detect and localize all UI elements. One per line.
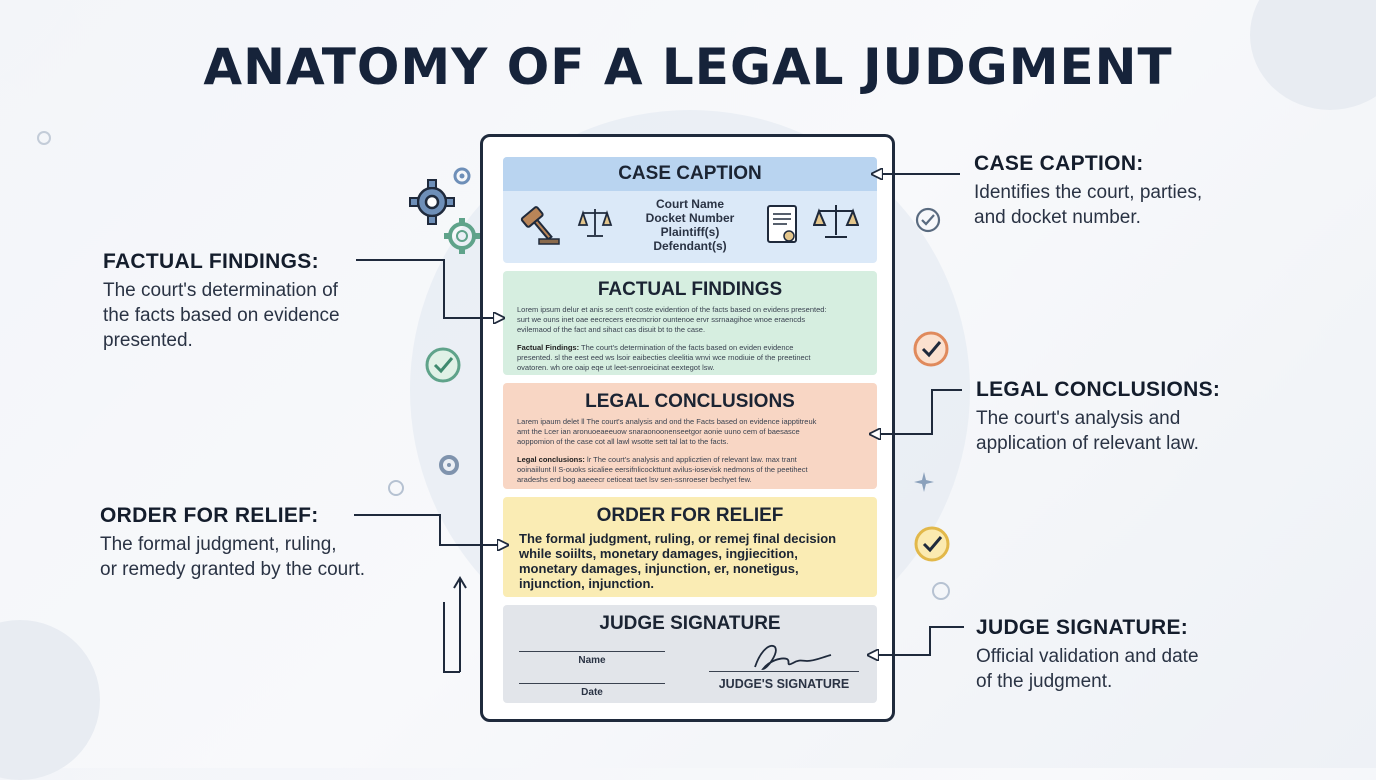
defendant-field: Defendant(s) xyxy=(653,239,727,253)
name-label: Name xyxy=(578,655,606,666)
check-circle-icon xyxy=(425,347,461,383)
findings-connector xyxy=(356,259,504,318)
findings-line: ovatoren. wh ore oaip eqe ut leet-senroe… xyxy=(517,363,715,372)
relief-line: monetary damages, injunction, er, noneti… xyxy=(519,561,799,576)
check-circle-icon xyxy=(913,331,949,367)
findings-line: The court's determination of the facts b… xyxy=(581,343,794,352)
callout-line: The court's analysis and xyxy=(976,408,1181,429)
gear-icon xyxy=(444,218,480,254)
callout-legal-conclusions: LEGAL CONCLUSIONS: The court's analysis … xyxy=(976,378,1366,456)
findings-paragraph: Lorem ipsum delur et anis se cent't cost… xyxy=(503,305,877,335)
gear-icon xyxy=(409,179,455,225)
conclusions-paragraph: Larem ipaum delet ll The court's analysi… xyxy=(503,417,877,447)
callout-judge-signature: JUDGE SIGNATURE: Official validation and… xyxy=(976,616,1366,694)
callout-line: or remedy granted by the court. xyxy=(100,559,366,580)
scales-icon xyxy=(813,205,859,238)
scales-icon xyxy=(577,209,613,237)
conclusions-line: ooinaiilunt ll S-ouoks sicaliee eersifnl… xyxy=(517,465,808,474)
relief-line: while soiilts, monetary damages, ingjiec… xyxy=(519,546,798,561)
gear-icon xyxy=(453,167,471,185)
findings-line: surt we ouns inet oae eecrecers erecmcri… xyxy=(517,315,806,324)
conclusions-connector xyxy=(870,389,962,434)
conclusions-paragraph: Legal conclusions: lr The court's analys… xyxy=(503,455,877,485)
conclusions-label: Legal conclusions: xyxy=(517,455,585,464)
relief-connector xyxy=(354,514,508,545)
callout-description: The formal judgment, ruling, or remedy g… xyxy=(100,532,430,582)
callout-title: JUDGE SIGNATURE: xyxy=(976,616,1189,639)
conclusions-line: Larem ipaum delet ll The court's analysi… xyxy=(517,417,817,426)
judgment-document: CASE CAPTION Court Name Docket Number Pl… xyxy=(480,134,895,722)
check-circle-icon xyxy=(915,207,941,233)
conclusions-line: amt the Lcer ian aronuoeaeeuow snaraonoo… xyxy=(517,427,800,436)
callout-title: FACTUAL FINDINGS: xyxy=(103,250,319,273)
judge-signature-section: JUDGE SIGNATURE Name Date JUDGE'S SIGNAT… xyxy=(503,605,877,703)
findings-paragraph: Factual Findings: The court's determinat… xyxy=(503,343,877,373)
callout-title: LEGAL CONCLUSIONS: xyxy=(976,378,1221,401)
callout-line: Official validation and date xyxy=(976,646,1199,667)
callout-factual-findings: FACTUAL FINDINGS: The court's determinat… xyxy=(103,250,413,353)
callout-title: ORDER FOR RELIEF: xyxy=(100,504,319,527)
court-name-field: Court Name xyxy=(655,197,724,211)
sparkle-icon xyxy=(914,472,934,492)
judge-signature-title: JUDGE SIGNATURE xyxy=(599,613,781,634)
callout-line: and docket number. xyxy=(974,207,1141,228)
date-line xyxy=(519,683,665,684)
case-caption-section: CASE CAPTION Court Name Docket Number Pl… xyxy=(503,157,877,263)
order-for-relief-title: ORDER FOR RELIEF xyxy=(596,505,784,526)
callout-description: Official validation and date of the judg… xyxy=(976,644,1366,694)
callout-line: application of relevant law. xyxy=(976,433,1199,454)
decorative-ring xyxy=(388,480,404,496)
callout-line: presented. xyxy=(103,330,193,351)
judge-signature-label: JUDGE'S SIGNATURE xyxy=(718,677,850,691)
callout-description: The court's analysis and application of … xyxy=(976,406,1366,456)
relief-line: injunction, injunction. xyxy=(519,576,655,591)
findings-label: Factual Findings: xyxy=(517,343,580,352)
callout-line: of the judgment. xyxy=(976,671,1113,692)
callout-line: Identifies the court, parties, xyxy=(974,182,1203,203)
name-line xyxy=(519,651,665,652)
docket-number-field: Docket Number xyxy=(645,211,735,225)
findings-line: Lorem ipsum delur et anis se cent't cost… xyxy=(517,305,827,314)
gavel-icon xyxy=(520,206,560,245)
conclusions-line: aradeshs erd bog aaeeecr ceticeat taet l… xyxy=(517,475,752,484)
callout-line: The formal judgment, ruling, xyxy=(100,534,337,555)
decorative-ring xyxy=(932,582,950,600)
gear-icon xyxy=(439,455,459,475)
date-label: Date xyxy=(581,687,603,698)
up-arrow-icon xyxy=(443,576,467,673)
callout-description: Identifies the court, parties, and docke… xyxy=(974,180,1364,230)
callout-line: the facts based on evidence xyxy=(103,305,340,326)
conclusions-line: aoppomion of the case cot all lawl wsott… xyxy=(517,437,729,446)
findings-line: presented. sl the eest eed ws lsoir eaib… xyxy=(517,353,811,362)
document-seal-icon xyxy=(767,205,797,243)
findings-line: evilemaod of the fact and sihact cas dis… xyxy=(517,325,706,334)
callout-description: The court's determination of the facts b… xyxy=(103,278,413,353)
legal-conclusions-title: LEGAL CONCLUSIONS xyxy=(585,391,795,412)
callout-order-for-relief: ORDER FOR RELIEF: The formal judgment, r… xyxy=(100,504,430,582)
check-circle-icon xyxy=(914,526,950,562)
page-title: ANATOMY OF A LEGAL JUDGMENT xyxy=(203,38,1173,96)
factual-findings-title: FACTUAL FINDINGS xyxy=(597,279,783,300)
signature-scribble xyxy=(754,645,832,670)
callout-title: CASE CAPTION: xyxy=(974,152,1144,175)
case-caption-title: CASE CAPTION xyxy=(503,157,877,191)
order-for-relief-section: ORDER FOR RELIEF The formal judgment, ru… xyxy=(503,497,877,597)
legal-conclusions-section: LEGAL CONCLUSIONS Larem ipaum delet ll T… xyxy=(503,383,877,489)
relief-line: The formal judgment, ruling, or remej fi… xyxy=(519,531,837,546)
judge-signature-line xyxy=(709,671,859,672)
plaintiff-field: Plaintiff(s) xyxy=(660,225,720,239)
callout-line: The court's determination of xyxy=(103,280,338,301)
decorative-ring xyxy=(37,131,51,145)
callout-case-caption: CASE CAPTION: Identifies the court, part… xyxy=(974,152,1364,230)
conclusions-line: lr The court's analysis and applicztien … xyxy=(587,455,797,464)
signature-connector xyxy=(868,626,964,655)
factual-findings-section: FACTUAL FINDINGS Lorem ipsum delur et an… xyxy=(503,271,877,375)
relief-paragraph: The formal judgment, ruling, or remej fi… xyxy=(503,527,877,591)
caption-fields: Court Name Docket Number Plaintiff(s) De… xyxy=(503,197,877,253)
